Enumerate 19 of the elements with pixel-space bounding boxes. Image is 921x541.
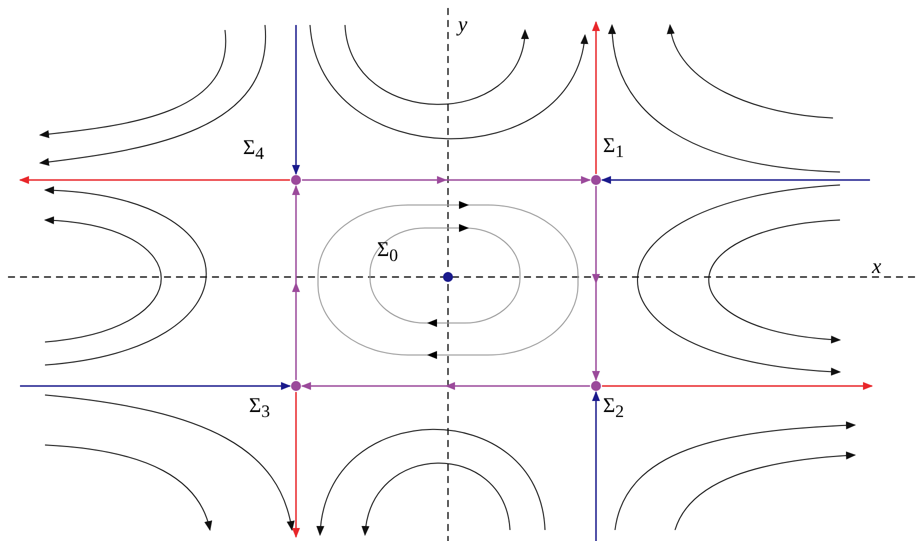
point-label: Σ$_{1}$ xyxy=(603,135,624,161)
arrow xyxy=(592,21,600,174)
point-label: Σ$_{0}$ xyxy=(377,239,398,265)
arrow xyxy=(302,176,590,184)
point-label: Σ$_{2}$ xyxy=(603,395,624,421)
arrow xyxy=(302,382,590,390)
point-label: Σ$_{3}$ xyxy=(249,395,270,421)
arrow xyxy=(592,391,600,541)
axis-label: y xyxy=(458,14,468,35)
arrow xyxy=(601,176,870,184)
arrow xyxy=(602,382,873,390)
arrow xyxy=(592,186,600,381)
arrow xyxy=(19,176,290,184)
axis-label: x xyxy=(872,256,882,277)
arrow xyxy=(292,25,300,175)
arrow xyxy=(20,382,291,390)
arrow xyxy=(292,185,300,380)
arrow xyxy=(292,392,300,538)
point-label: Σ$_{4}$ xyxy=(243,137,264,163)
